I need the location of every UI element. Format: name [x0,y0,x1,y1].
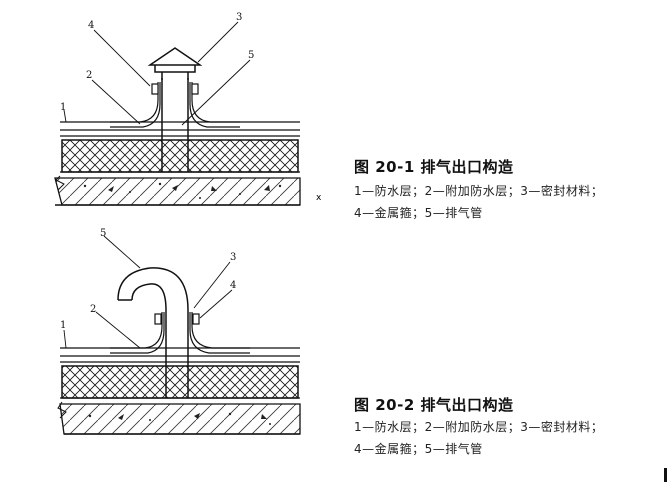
membrane-upturn-1 [110,82,240,128]
callout-4-fig1: 4 [88,20,94,31]
roof-layers-2 [57,347,301,435]
figure-20-1-drawing [54,21,301,206]
callout-4-fig2: 4 [230,280,236,291]
figure-20-1-legend-line1: 1—防水层；2—附加防水层；3—密封材料； [354,184,604,198]
callout-1-fig1: 1 [60,102,66,113]
figure-20-2-legend-line1: 1—防水层；2—附加防水层；3—密封材料； [354,420,604,434]
figure-20-2-title: 图 20-2 排气出口构造 [354,396,514,414]
figure-20-1-legend-line2: 4—金属箍；5—排气管 [354,206,483,220]
callout-2-fig2: 2 [90,304,96,315]
roof-layers-1 [54,121,301,206]
membrane-upturn-2 [110,312,250,354]
concrete-marks-1 [83,182,282,199]
callout-2-fig1: 2 [86,70,92,81]
figure-20-2-drawing [57,235,301,435]
callout-3-fig2: 3 [230,252,236,263]
figure-20-1-title: 图 20-1 排气出口构造 [354,158,514,176]
callout-3-fig1: 3 [236,12,242,23]
callout-5-fig2: 5 [100,228,106,239]
callout-5-fig1: 5 [248,50,254,61]
figure-20-2-legend-line2: 4—金属箍；5—排气管 [354,442,483,456]
vent-pipe-hooked-2 [117,267,189,398]
vent-pipe-1 [147,47,203,172]
edge-mark [664,468,667,482]
stray-mark: x [316,193,322,203]
leaders-2 [63,235,233,349]
callout-1-fig2: 1 [60,320,66,331]
concrete-marks-2 [88,412,271,425]
leaders-1 [63,21,251,126]
